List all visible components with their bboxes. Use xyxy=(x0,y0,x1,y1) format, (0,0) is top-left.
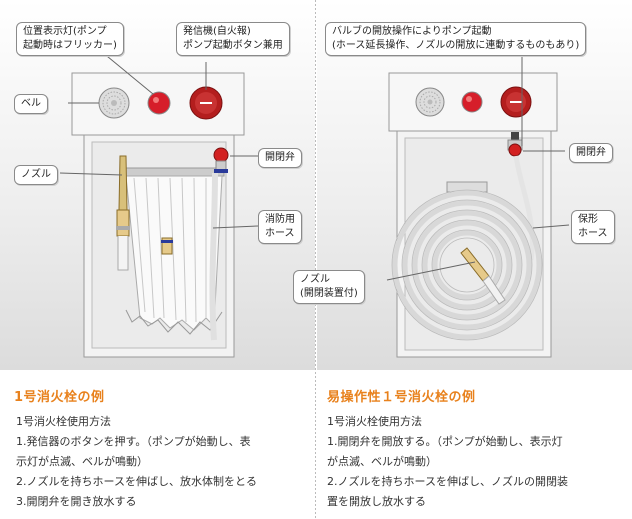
label-line: バルブの開放操作によりポンプ起動 xyxy=(332,26,492,37)
description-line: 1.開閉弁を開放する。（ポンプが始動し、表示灯 xyxy=(327,435,563,448)
label-line: ベル xyxy=(21,98,41,109)
label-line: ノズル xyxy=(300,274,330,285)
section-title: 易操作性１号消火栓の例 xyxy=(327,390,476,405)
description-line: 1号消火栓使用方法 xyxy=(16,415,111,428)
valve-label: 開閉弁 xyxy=(258,148,302,168)
coiled-hose-outline xyxy=(391,189,543,341)
bell-label: ベル xyxy=(14,94,48,114)
standard-hydrant-panel: 位置表示灯(ポンプ 起動時はフリッカー) 発信機(自火報) ポンプ起動ボタン兼用… xyxy=(0,0,315,519)
valve-icon xyxy=(209,147,229,341)
description-line: 1号消火栓使用方法 xyxy=(327,415,422,428)
valve-icon xyxy=(507,132,535,261)
nozzle-label: ノズル xyxy=(14,165,58,185)
folded-hose-icon xyxy=(125,175,223,335)
coiled-hose-icon xyxy=(392,190,542,340)
description-line: 1.発信器のボタンを押す。（ポンプが始動し、表 xyxy=(16,435,251,448)
hose-coupling-icon xyxy=(161,237,173,255)
valve-label: 開閉弁 xyxy=(569,143,613,163)
hose-rack xyxy=(123,167,225,177)
alarm-transmitter-label: 発信機(自火報) ポンプ起動ボタン兼用 xyxy=(176,22,290,56)
bell-icon xyxy=(98,87,130,119)
label-line: 起動時はフリッカー) xyxy=(23,40,117,51)
nozzle-icon xyxy=(460,247,506,305)
label-line: ホース xyxy=(265,228,295,239)
label-line: 開閉弁 xyxy=(576,147,606,158)
label-line: 開閉弁 xyxy=(265,152,295,163)
nozzle-icon xyxy=(116,155,130,271)
leader-lines xyxy=(386,44,570,281)
standard-hydrant-illustration xyxy=(59,51,259,358)
nozzle-label: ノズル (開閉装置付) xyxy=(293,270,365,304)
easy-operation-hydrant-panel: バルブの開放操作によりポンプ起動 (ホース延長操作、ノズルの開放に連動するものも… xyxy=(293,0,632,519)
label-line: ホース xyxy=(578,228,608,239)
label-line: 消防用 xyxy=(265,214,295,225)
description-line: 2.ノズルを持ちホースを伸ばし、放水体制をとる xyxy=(16,475,257,488)
panel-divider xyxy=(315,0,316,519)
description-line: 2.ノズルを持ちホースを伸ばし、ノズルの開閉装 xyxy=(327,475,568,488)
indicator-lamp-icon xyxy=(147,91,171,115)
leader-lines xyxy=(59,51,259,229)
description-line: 置を開放し放水する xyxy=(327,495,426,508)
description-line: 3.開閉弁を開き放水する xyxy=(16,495,137,508)
section-title: 1号消火栓の例 xyxy=(14,390,105,405)
label-line: 位置表示灯(ポンプ xyxy=(23,26,107,37)
top-note-label: バルブの開放操作によりポンプ起動 (ホース延長操作、ノズルの開放に連動するものも… xyxy=(325,22,587,56)
label-line: 保形 xyxy=(578,214,598,225)
indicator-lamp-icon xyxy=(461,91,483,113)
description-line: 示灯が点滅、ベルが鳴動） xyxy=(16,455,148,468)
usage-description: 1号消火栓使用方法 1.開閉弁を開放する。（ポンプが始動し、表示灯 が点滅、ベル… xyxy=(327,412,568,512)
indicator-lamp-label: 位置表示灯(ポンプ 起動時はフリッカー) xyxy=(16,22,124,56)
label-line: ノズル xyxy=(21,169,51,180)
hose-label: 消防用 ホース xyxy=(258,210,302,244)
label-line: 発信機(自火報) xyxy=(183,26,251,37)
label-line: (開閉装置付) xyxy=(300,288,358,299)
bell-icon xyxy=(415,87,445,117)
description-line: が点滅、ベルが鳴動） xyxy=(327,455,437,468)
alarm-button-icon xyxy=(500,86,532,118)
easy-hydrant-illustration xyxy=(386,44,570,358)
label-line: (ホース延長操作、ノズルの開放に連動するものもあり) xyxy=(332,40,580,51)
hose-label: 保形 ホース xyxy=(571,210,615,244)
label-line: ポンプ起動ボタン兼用 xyxy=(183,40,283,51)
usage-description: 1号消火栓使用方法 1.発信器のボタンを押す。（ポンプが始動し、表 示灯が点滅、… xyxy=(16,412,257,512)
alarm-button-icon xyxy=(189,86,223,120)
